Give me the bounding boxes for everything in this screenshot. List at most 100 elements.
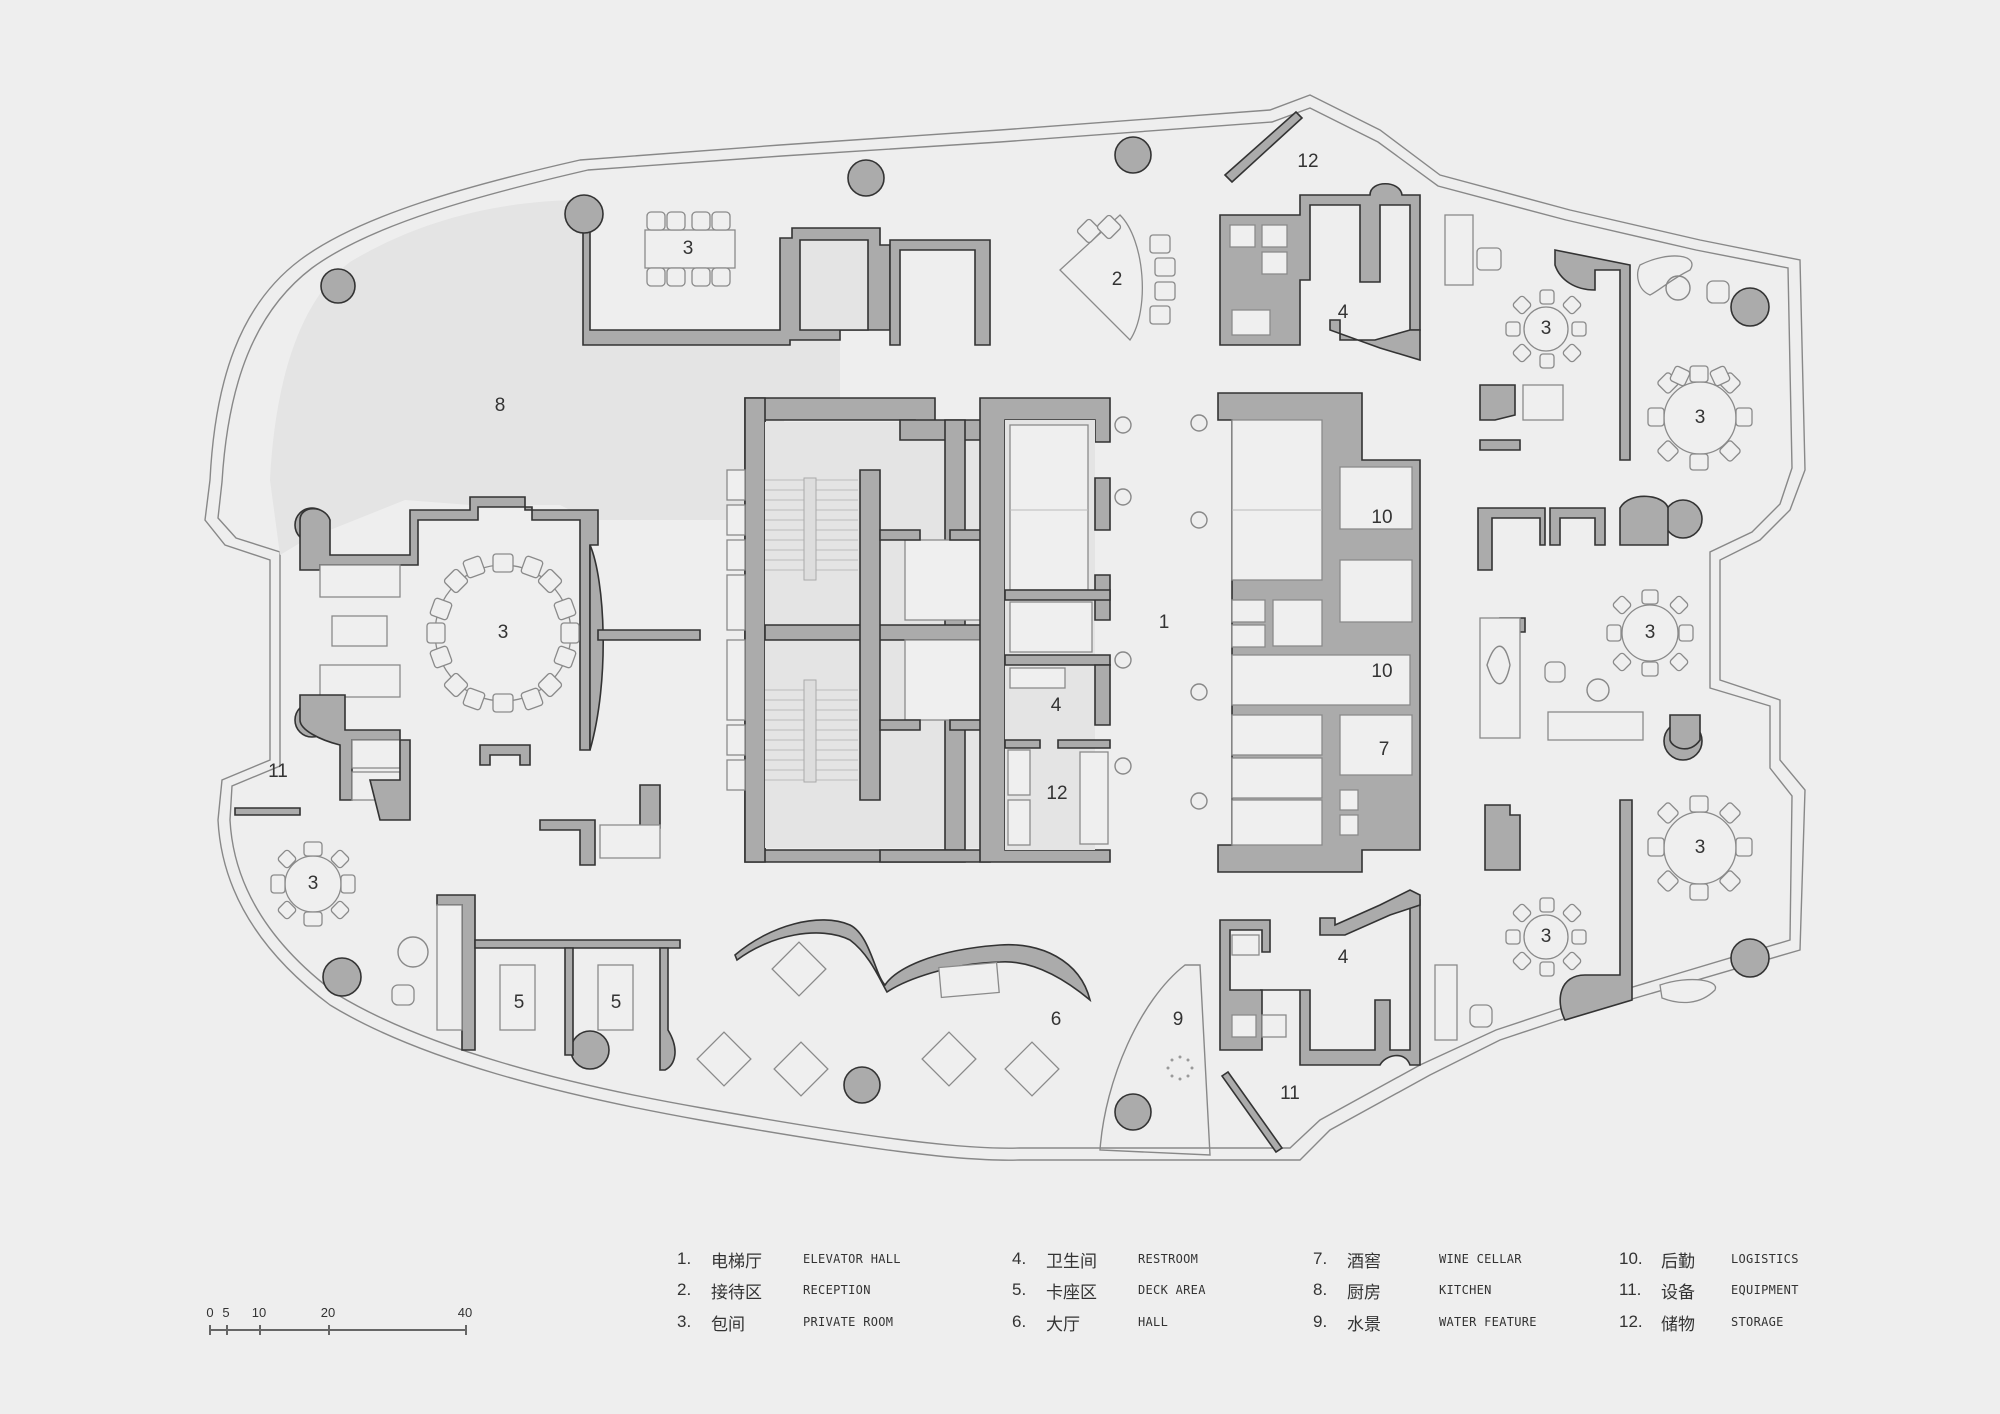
facade-outline <box>204 94 1806 1161</box>
private-room-tr2 <box>1637 255 1753 471</box>
legend-item-4: 4. 卫生间 RESTROOM <box>1012 1247 1199 1272</box>
private-room-left-large <box>299 496 701 751</box>
private-room-br <box>1434 795 1753 1041</box>
legend-english: RESTROOM <box>1138 1252 1199 1266</box>
room-label-r4-top: 4 <box>1338 302 1349 323</box>
room-label-r6: 6 <box>1051 1009 1062 1030</box>
scale-tick-10: 10 <box>251 1305 267 1320</box>
legend-english: RECEPTION <box>803 1283 871 1297</box>
legend-english: STORAGE <box>1731 1315 1784 1329</box>
legend-number: 4. <box>1012 1249 1027 1268</box>
room-label-r3-left-low: 3 <box>308 873 319 894</box>
legend-item-1: 1. 电梯厅 ELEVATOR HALL <box>677 1247 901 1272</box>
legend-item-11: 11. 设备 EQUIPMENT <box>1619 1278 1799 1303</box>
legend-number: 5. <box>1012 1280 1027 1299</box>
left-service-block <box>234 694 661 866</box>
legend-number: 3. <box>677 1312 692 1331</box>
legend-english: PRIVATE ROOM <box>803 1315 894 1329</box>
legend-item-12: 12. 储物 STORAGE <box>1619 1310 1784 1335</box>
bottom-right-service <box>1219 889 1421 1154</box>
legend-chinese: 卫生间 <box>1046 1251 1097 1272</box>
room-label-r12-mid: 12 <box>1046 783 1067 804</box>
room-label-r3-br2: 3 <box>1541 926 1552 947</box>
water-feature-dots <box>1166 1055 1194 1081</box>
top-right-service <box>1219 110 1421 362</box>
hall-area <box>696 919 1092 1097</box>
scale-tick-20: 20 <box>320 1305 336 1320</box>
legend-chinese: 接待区 <box>711 1282 762 1303</box>
legend-item-2: 2. 接待区 RECEPTION <box>677 1278 871 1303</box>
legend-number: 9. <box>1313 1312 1328 1331</box>
legend-english: KITCHEN <box>1439 1283 1492 1297</box>
legend-number: 1. <box>677 1249 692 1268</box>
legend-english: HALL <box>1138 1315 1169 1329</box>
legend-chinese: 厨房 <box>1347 1282 1381 1303</box>
scale-mark <box>465 1325 467 1335</box>
room-label-r3-mr: 3 <box>1645 622 1656 643</box>
scale-tick-5: 5 <box>222 1305 230 1320</box>
room-label-r5-b: 5 <box>611 992 622 1013</box>
core-right <box>1217 392 1421 873</box>
room-label-r10-a: 10 <box>1371 507 1392 528</box>
legend-english: ELEVATOR HALL <box>803 1252 901 1266</box>
scale-bar: 0 5 10 20 40 <box>205 1305 485 1341</box>
legend-number: 12. <box>1619 1312 1643 1331</box>
deck-area-booths <box>436 894 681 1071</box>
legend-chinese: 后勤 <box>1661 1251 1695 1272</box>
legend-number: 7. <box>1313 1249 1328 1268</box>
legend-item-9: 9. 水景 WATER FEATURE <box>1313 1310 1537 1335</box>
legend-chinese: 包间 <box>711 1314 745 1335</box>
legend-english: WINE CELLAR <box>1439 1252 1522 1266</box>
core-center <box>979 397 1111 863</box>
legend-number: 10. <box>1619 1249 1643 1268</box>
scale-mark <box>209 1325 211 1335</box>
legend-number: 2. <box>677 1280 692 1299</box>
legend-english: EQUIPMENT <box>1731 1283 1799 1297</box>
legend-chinese: 水景 <box>1347 1314 1381 1335</box>
room-label-r10-b: 10 <box>1371 661 1392 682</box>
scale-mark <box>226 1325 228 1335</box>
room-label-r2: 2 <box>1112 269 1123 290</box>
elevator-hall-lights <box>1114 414 1208 810</box>
legend-number: 8. <box>1313 1280 1328 1299</box>
core-left <box>726 397 991 863</box>
private-room-tr1 <box>1444 214 1631 461</box>
legend-number: 11. <box>1619 1280 1642 1299</box>
room-label-r7: 7 <box>1379 739 1390 760</box>
room-label-r8: 8 <box>495 395 506 416</box>
legend-chinese: 储物 <box>1661 1314 1695 1335</box>
legend-chinese: 设备 <box>1661 1282 1695 1303</box>
room-label-r11-left: 11 <box>268 761 288 782</box>
reception-desk <box>1059 214 1176 342</box>
water-feature <box>1099 964 1211 1156</box>
private-room-top-walls <box>582 204 991 346</box>
legend: 1. 电梯厅 ELEVATOR HALL 2. 接待区 RECEPTION 3. 包间 PR… <box>0 1247 2000 1347</box>
scale-mark <box>328 1325 330 1335</box>
legend-item-8: 8. 厨房 KITCHEN <box>1313 1278 1492 1303</box>
private-room-left-small <box>270 841 429 1006</box>
legend-chinese: 卡座区 <box>1046 1282 1097 1303</box>
scale-tick-0: 0 <box>206 1305 214 1320</box>
room-label-r3-top: 3 <box>683 238 694 259</box>
rect-dining-table-top <box>644 211 736 287</box>
room-label-r3-tr2: 3 <box>1695 407 1706 428</box>
room-label-r4-bot: 4 <box>1338 947 1349 968</box>
legend-item-3: 3. 包间 PRIVATE ROOM <box>677 1310 894 1335</box>
room-label-r11-bot: 11 <box>1280 1083 1300 1104</box>
room-label-r3-left-big: 3 <box>498 622 509 643</box>
kitchen-area <box>270 200 840 555</box>
room-label-r4-mid: 4 <box>1051 695 1062 716</box>
room-label-r3-br1: 3 <box>1695 837 1706 858</box>
legend-english: WATER FEATURE <box>1439 1315 1537 1329</box>
scale-line <box>210 1329 466 1331</box>
right-middle-service <box>1477 495 1701 750</box>
legend-english: LOGISTICS <box>1731 1252 1799 1266</box>
room-label-r5-a: 5 <box>514 992 525 1013</box>
legend-number: 6. <box>1012 1312 1027 1331</box>
legend-chinese: 电梯厅 <box>711 1251 762 1272</box>
